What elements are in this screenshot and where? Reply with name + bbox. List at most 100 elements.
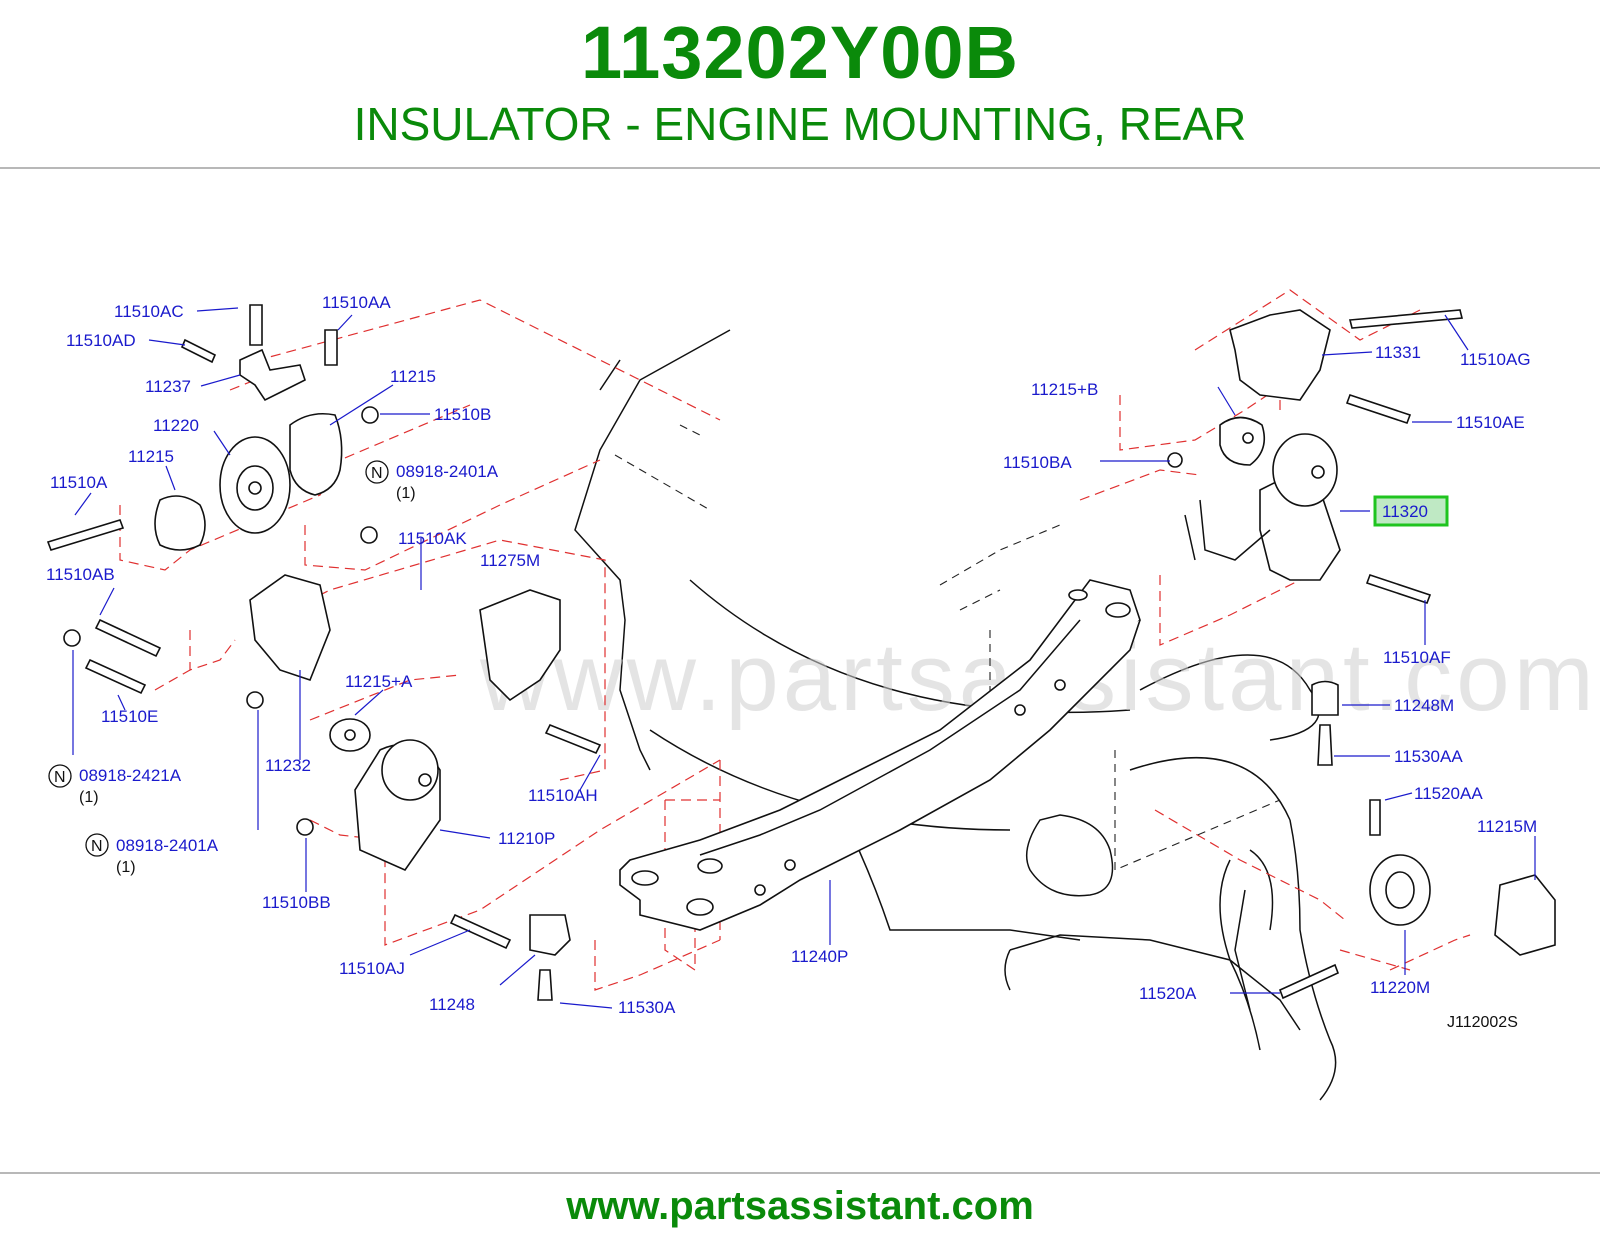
label-08918-2401A-top[interactable]: 08918-2401A: [396, 462, 499, 481]
bolt-11510AG: [1348, 309, 1464, 329]
insulator-11215A-hole: [344, 729, 356, 741]
note-symbols: N N N: [48, 460, 389, 857]
footer-url[interactable]: www.partsassistant.com: [566, 1184, 1034, 1228]
label-11520AA[interactable]: 11520AA: [1414, 784, 1483, 803]
label-11215-top[interactable]: 11215: [390, 367, 436, 386]
insulator-11320-bolt: [1311, 465, 1325, 479]
insulator-11320-core: [1272, 433, 1338, 507]
label-11510AE[interactable]: 11510AE: [1456, 413, 1525, 432]
label-11220M[interactable]: 11220M: [1370, 978, 1430, 997]
nut-11510B: [361, 406, 379, 424]
crossmember-hole: [697, 858, 723, 874]
label-08918-2421A[interactable]: 08918-2421A: [79, 766, 182, 785]
bolt-11510AF: [1365, 573, 1432, 605]
note-circle: [365, 460, 389, 484]
label-11510AB[interactable]: 11510AB: [46, 565, 115, 584]
nut-11510AB: [63, 629, 81, 647]
part-labels: 11510AC 11510AA 11510AD 11237 11215 1122…: [46, 293, 1537, 1031]
label-11510AH[interactable]: 11510AH: [528, 786, 598, 805]
nut-08918-2401A: [246, 691, 264, 709]
bolt-11510AH: [544, 723, 602, 755]
note-symbol: N: [54, 769, 66, 786]
label-11530AA[interactable]: 11530AA: [1394, 747, 1463, 766]
bolt-11510AE: [1345, 393, 1412, 425]
label-qty-mid: (1): [79, 789, 99, 806]
mount-11210P-bolt: [418, 773, 432, 787]
label-11530A[interactable]: 11530A: [618, 998, 676, 1017]
label-08918-2401A-bottom[interactable]: 08918-2401A: [116, 836, 219, 855]
crossmember-hole: [1105, 602, 1131, 618]
label-11510BB[interactable]: 11510BB: [262, 893, 331, 912]
crossmember-hole: [686, 898, 714, 916]
label-11510BA[interactable]: 11510BA: [1003, 453, 1072, 472]
label-11232[interactable]: 11232: [265, 756, 311, 775]
label-11320-highlighted[interactable]: 11320: [1382, 502, 1428, 521]
label-11240P[interactable]: 11240P: [791, 947, 848, 966]
insulator-11215B: [1219, 416, 1266, 466]
label-11220[interactable]: 11220: [153, 416, 199, 435]
part-title: INSULATOR - ENGINE MOUNTING, REAR: [353, 98, 1247, 150]
bracket-11331: [1229, 309, 1331, 401]
label-11510E[interactable]: 11510E: [101, 707, 158, 726]
bolt-11510AA: [324, 329, 338, 366]
label-11215M[interactable]: 11215M: [1477, 817, 1537, 836]
label-11275M[interactable]: 11275M: [480, 551, 540, 570]
highlight-box: [1373, 495, 1449, 527]
bolt-11510A: [46, 519, 125, 551]
leader-lines: [72, 307, 1536, 1009]
nut-11510AK: [360, 526, 378, 544]
insulator-11248: [529, 914, 571, 956]
label-11237[interactable]: 11237: [145, 377, 191, 396]
label-11510A[interactable]: 11510A: [50, 473, 108, 492]
part-number: 113202Y00B: [581, 11, 1019, 94]
mount-11220M-core: [1385, 871, 1415, 909]
insulator-11215M: [1494, 874, 1556, 956]
note-circle: [48, 764, 72, 788]
label-qty-bottom: (1): [116, 859, 136, 876]
body-outline: [574, 329, 1337, 1101]
label-11510AG[interactable]: 11510AG: [1460, 350, 1531, 369]
bolt-11510AJ: [449, 913, 512, 950]
crossmember-hole: [631, 870, 659, 886]
bracket-11237: [239, 348, 306, 402]
bolt-11530AA: [1317, 724, 1333, 766]
label-11215-left[interactable]: 11215: [128, 447, 174, 466]
bracket-11275M: [479, 589, 561, 702]
label-11210P[interactable]: 11210P: [498, 829, 555, 848]
label-11331[interactable]: 11331: [1375, 343, 1421, 362]
insulator-11215: [289, 412, 343, 496]
insulator-11248M: [1311, 680, 1339, 716]
label-11510AC[interactable]: 11510AC: [114, 302, 184, 321]
left-mount-parts: [46, 304, 602, 1001]
bolt-11530A: [537, 969, 553, 1001]
label-11215A[interactable]: 11215+A: [345, 672, 413, 691]
crossmember-stud: [784, 859, 796, 871]
label-11215B[interactable]: 11215+B: [1031, 380, 1098, 399]
label-11520A[interactable]: 11520A: [1139, 984, 1197, 1003]
diagram-code: J112002S: [1447, 1014, 1518, 1031]
note-circle: [85, 833, 109, 857]
label-11510AA[interactable]: 11510AA: [322, 293, 391, 312]
bolt-11510AB: [94, 618, 162, 658]
note-symbol: N: [371, 465, 383, 482]
label-11248[interactable]: 11248: [429, 995, 475, 1014]
crossmember-hole: [1068, 589, 1088, 601]
bracket-11232: [249, 574, 331, 681]
bolt-11510AC: [249, 304, 263, 346]
label-11248M[interactable]: 11248M: [1394, 696, 1454, 715]
label-qty-top: (1): [396, 485, 416, 502]
note-symbol: N: [91, 838, 103, 855]
label-11510B[interactable]: 11510B: [434, 405, 491, 424]
label-11510AK[interactable]: 11510AK: [398, 529, 467, 548]
mount-11210P-core: [381, 739, 439, 801]
bolt-11520AA: [1369, 799, 1381, 836]
nut-11510BB: [296, 818, 314, 836]
footer-divider: [0, 1172, 1600, 1174]
crossmember: [619, 579, 1141, 931]
label-11510AF[interactable]: 11510AF: [1383, 648, 1451, 667]
mount-11220-bolt: [248, 481, 262, 495]
bolt-11510E: [84, 658, 147, 695]
crossmember-stud: [754, 884, 766, 896]
label-11510AJ[interactable]: 11510AJ: [339, 959, 405, 978]
label-11510AD[interactable]: 11510AD: [66, 331, 136, 350]
